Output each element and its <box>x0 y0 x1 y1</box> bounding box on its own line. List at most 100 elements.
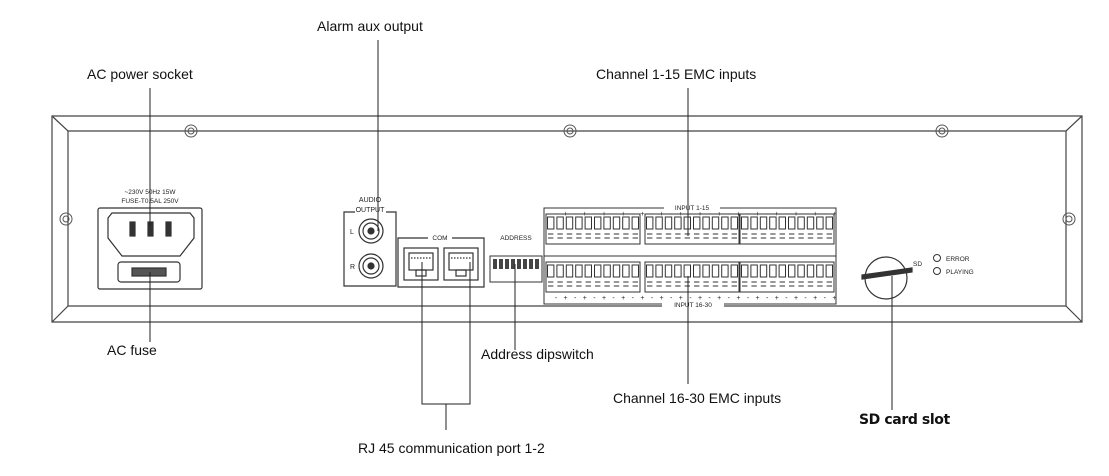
terminal-screw <box>655 216 663 230</box>
terminal-polarity: - <box>747 295 750 302</box>
terminal-polarity: - <box>574 211 577 218</box>
terminal-polarity: - <box>593 295 596 302</box>
terminal-screw <box>816 216 824 230</box>
address-dipswitch <box>489 255 543 283</box>
terminal-screw <box>631 216 639 230</box>
error-led <box>933 254 941 262</box>
terminal-block <box>545 213 641 245</box>
chassis-outer <box>51 115 1083 323</box>
terminal-screw <box>825 264 833 278</box>
terminal-screw <box>603 264 611 278</box>
screw-icon <box>563 124 577 138</box>
dip-switch-lever <box>511 259 515 269</box>
terminal-screw <box>674 216 682 230</box>
dip-switch-lever <box>499 259 503 269</box>
terminal-screw <box>702 264 710 278</box>
terminal-polarity: + <box>794 211 798 218</box>
terminal-polarity: - <box>574 295 577 302</box>
com-ports <box>397 237 485 288</box>
terminal-screw <box>788 264 796 278</box>
terminal-polarity: + <box>717 211 721 218</box>
terminal-polarity: - <box>824 295 827 302</box>
terminal-screw <box>769 264 777 278</box>
screw-icon <box>935 124 949 138</box>
label-rj45-ports: RJ 45 communication port 1-2 <box>358 440 545 456</box>
terminal-polarity: - <box>651 211 654 218</box>
terminal-screw <box>741 216 749 230</box>
leader-rj45 <box>421 262 471 430</box>
terminal-polarity: + <box>564 211 568 218</box>
terminal-screw <box>575 216 583 230</box>
dip-switch-lever <box>517 259 521 269</box>
screws <box>59 124 1076 226</box>
terminal-polarity: + <box>775 211 779 218</box>
terminal-screw <box>759 264 768 278</box>
terminal-block <box>644 213 740 245</box>
terminal-polarity: + <box>756 211 760 218</box>
terminal-screw <box>547 216 555 230</box>
terminal-screw <box>693 216 701 230</box>
address-label: ADDRESS <box>500 235 532 242</box>
terminal-screw <box>806 216 815 230</box>
terminal-screw <box>631 264 639 278</box>
terminal-screw <box>778 216 786 230</box>
audio-label-2: OUTPUT <box>356 207 386 214</box>
audio-left-jack <box>358 218 384 244</box>
terminal-screw <box>778 264 786 278</box>
terminal-polarity: + <box>679 211 683 218</box>
terminal-screw <box>711 264 720 278</box>
audio-left-label: L <box>350 229 354 236</box>
terminal-polarity: - <box>612 211 615 218</box>
terminal-screw <box>556 264 564 278</box>
terminal-polarity: + <box>736 295 740 302</box>
terminal-screw <box>622 216 630 230</box>
leader-lines <box>149 40 893 430</box>
terminal-screw <box>655 264 663 278</box>
terminal-screw <box>730 216 738 230</box>
terminal-block <box>545 261 641 293</box>
terminal-screw <box>825 216 833 230</box>
terminal-screw <box>693 264 701 278</box>
audio-output-panel <box>343 211 397 287</box>
terminal-polarity: + <box>640 211 644 218</box>
terminal-polarity: - <box>555 211 558 218</box>
terminal-polarity: + <box>660 211 664 218</box>
terminal-screw <box>584 216 592 230</box>
terminal-screw <box>646 264 654 278</box>
label-alarm-aux-output: Alarm aux output <box>317 18 423 34</box>
terminal-polarity: + <box>756 295 760 302</box>
rj45-port-2 <box>443 247 479 281</box>
status-leds <box>933 254 941 275</box>
terminal-polarity: - <box>632 295 635 302</box>
terminal-screw <box>664 264 673 278</box>
terminal-screw <box>594 216 602 230</box>
terminal-screw <box>683 264 691 278</box>
screw-icon <box>1062 212 1076 226</box>
terminal-screw <box>594 264 602 278</box>
input-terminals: -+-+-+-+-+-+-+-+-+-+-+-+-+-+-+-+-+-+-+-+… <box>543 207 837 305</box>
terminal-screw <box>603 216 611 230</box>
terminal-polarity: - <box>747 211 750 218</box>
terminal-polarity: - <box>824 211 827 218</box>
dip-switch-lever <box>493 259 497 269</box>
terminal-polarity: - <box>651 295 654 302</box>
terminal-polarity: + <box>583 211 587 218</box>
label-sd-card-slot: SD card slot <box>859 412 950 428</box>
terminal-screw <box>612 264 621 278</box>
terminal-screw <box>556 216 564 230</box>
terminal-screw <box>646 216 654 230</box>
terminal-polarity: + <box>602 295 606 302</box>
terminal-polarity: + <box>621 211 625 218</box>
terminal-screw <box>612 216 621 230</box>
terminal-polarity: + <box>717 295 721 302</box>
dip-switch-lever <box>529 259 533 269</box>
terminal-screw <box>750 216 758 230</box>
terminal-screw <box>721 264 729 278</box>
terminal-screw <box>664 216 673 230</box>
terminal-polarity: + <box>813 211 817 218</box>
dip-switch-lever <box>523 259 527 269</box>
label-channel-16-30: Channel 16-30 EMC inputs <box>613 390 782 406</box>
terminal-polarity: - <box>804 211 807 218</box>
terminal-screw <box>741 264 749 278</box>
